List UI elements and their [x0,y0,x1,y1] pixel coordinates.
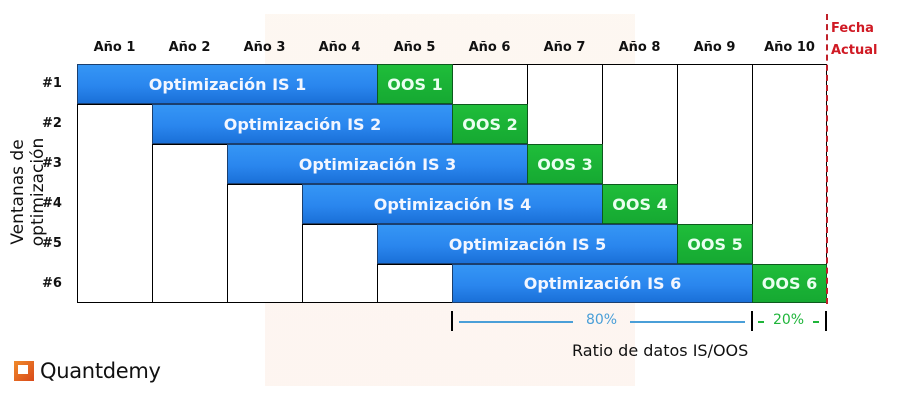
row-label-4: #4 [42,196,62,211]
ratio-is-percent: 80% [585,312,618,328]
empty-cell [302,224,378,303]
row-label-6: #6 [42,276,62,291]
row-label-2: #2 [42,116,62,131]
is-bar-label: Optimización IS 4 [373,194,532,214]
empty-cell [752,64,827,265]
is-bar-1: Optimización IS 1 [77,64,378,104]
empty-cell [452,64,528,105]
empty-cell [602,64,678,185]
oos-bar-6: OOS 6 [752,264,827,303]
current-date-label-line1: Fecha [831,21,874,36]
ratio-is-line-right [630,321,745,323]
ratio-tick-end [825,311,827,331]
current-date-label-line2: Actual [831,43,878,58]
empty-cell [677,64,753,225]
column-header-year-5: Año 5 [393,40,436,55]
column-header-year-3: Año 3 [243,40,286,55]
column-header-year-1: Año 1 [93,40,136,55]
is-bar-label: Optimización IS 5 [448,234,607,254]
oos-bar-label: OOS 4 [612,194,668,214]
oos-bar-label: OOS 3 [537,154,593,174]
current-date-line [826,14,828,304]
empty-cell [227,184,303,303]
ratio-is-line-left [459,321,573,323]
current-date-label: Fecha Actual [831,18,877,62]
column-header-year-7: Año 7 [543,40,586,55]
empty-cell [377,264,453,303]
oos-bar-label: OOS 5 [687,234,743,254]
is-bar-4: Optimización IS 4 [302,184,603,224]
is-bar-label: Optimización IS 3 [298,154,457,174]
column-header-year-10: Año 10 [764,40,815,55]
row-label-1: #1 [42,76,62,91]
column-header-year-8: Año 8 [618,40,661,55]
is-bar-label: Optimización IS 6 [523,274,682,293]
oos-bar-5: OOS 5 [677,224,753,264]
oos-bar-1: OOS 1 [377,64,453,104]
ratio-title: Ratio de datos IS/OOS [572,341,749,360]
oos-bar-3: OOS 3 [527,144,603,184]
oos-bar-label: OOS 1 [387,74,443,94]
is-bar-label: Optimización IS 1 [148,74,307,94]
column-header-year-4: Año 4 [318,40,361,55]
oos-bar-label: OOS 6 [761,274,818,293]
quantdemy-logo-icon [14,361,34,381]
column-header-year-2: Año 2 [168,40,211,55]
is-bar-label: Optimización IS 2 [223,114,382,134]
empty-cell [152,144,228,303]
ratio-oos-line-right [813,321,819,323]
oos-bar-4: OOS 4 [602,184,678,224]
ratio-tick-middle [751,311,753,331]
quantdemy-logo: Quantdemy [14,359,161,383]
empty-cell [77,104,153,303]
column-header-year-6: Año 6 [468,40,511,55]
ratio-oos-line-left [758,321,764,323]
quantdemy-logo-text: Quantdemy [40,359,161,383]
ratio-oos-percent: 20% [772,312,805,328]
row-label-3: #3 [42,156,62,171]
row-label-5: #5 [42,236,62,251]
oos-bar-label: OOS 2 [462,114,518,134]
column-header-year-9: Año 9 [693,40,736,55]
is-bar-5: Optimización IS 5 [377,224,678,264]
is-bar-2: Optimización IS 2 [152,104,453,144]
oos-bar-2: OOS 2 [452,104,528,144]
is-bar-3: Optimización IS 3 [227,144,528,184]
empty-cell [527,64,603,145]
is-bar-6: Optimización IS 6 [452,264,753,303]
ratio-tick-start [451,311,453,331]
